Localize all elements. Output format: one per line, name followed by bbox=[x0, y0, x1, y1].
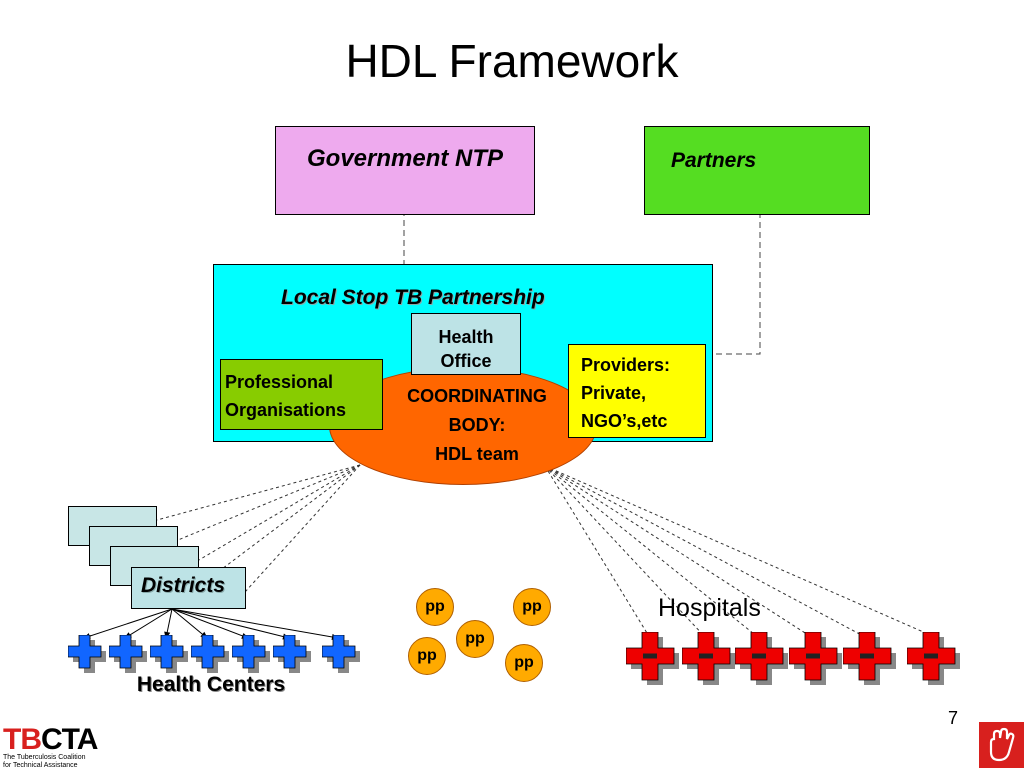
partners-box: Partners bbox=[644, 126, 870, 215]
coordination-rays bbox=[156, 464, 938, 639]
providers-box: Providers: Private, NGO’s,etc bbox=[568, 344, 706, 438]
providers-label: Providers: Private, NGO’s,etc bbox=[581, 355, 671, 431]
pp-circle: pp bbox=[456, 620, 494, 658]
district-arrow bbox=[171, 608, 208, 639]
district-arrow bbox=[124, 608, 173, 639]
health-center-cross-icon bbox=[68, 635, 106, 673]
district-arrow bbox=[171, 608, 249, 639]
hospital-cross-icon bbox=[626, 632, 679, 685]
government-label: Government NTP bbox=[306, 145, 504, 172]
local-partnership-title: Local Stop TB Partnership bbox=[281, 286, 545, 309]
hospital-cross-icon bbox=[735, 632, 788, 685]
professional-orgs-label: Professional Organisations bbox=[225, 372, 347, 420]
coordinating-line3: HDL team bbox=[435, 444, 519, 464]
health-center-cross-icon bbox=[273, 635, 311, 673]
hospitals-label: Hospitals bbox=[658, 594, 761, 622]
pp-circle: pp bbox=[416, 588, 454, 626]
coordinating-body-text: COORDINATING BODY: HDL team bbox=[384, 382, 570, 469]
health-center-cross-icon bbox=[191, 635, 229, 673]
pp-circle: pp bbox=[408, 637, 446, 675]
logo-subtitle-line2: for Technical Assistance bbox=[3, 762, 78, 769]
hospital-cross-icon bbox=[843, 632, 896, 685]
district-arrow bbox=[83, 608, 173, 639]
coordination-ray bbox=[244, 464, 361, 593]
health-center-cross-icon bbox=[150, 635, 188, 673]
health-centers-label: Health Centers bbox=[136, 673, 286, 696]
slide-title: HDL Framework bbox=[345, 35, 679, 87]
coordination-ray bbox=[544, 465, 814, 639]
health-office-label: Health Office bbox=[438, 327, 494, 371]
logo-tb-text: TB bbox=[3, 723, 42, 756]
logo-subtitle-line1: The Tuberculosis Coalition bbox=[3, 754, 86, 761]
coordinating-line1: COORDINATING bbox=[407, 386, 547, 406]
district-arrow bbox=[171, 608, 339, 639]
coordination-ray bbox=[177, 464, 361, 541]
coordination-ray bbox=[544, 465, 760, 639]
health-center-cross-icon bbox=[322, 635, 360, 673]
coordination-ray bbox=[544, 465, 938, 639]
logo-subtitle: The Tuberculosis Coalition for Technical… bbox=[3, 754, 86, 770]
hand-logo-icon bbox=[979, 722, 1024, 768]
districts-label: Districts bbox=[141, 574, 226, 597]
coordinating-line2: BODY: bbox=[448, 415, 506, 435]
page-number: 7 bbox=[948, 708, 959, 728]
coordination-ray bbox=[544, 465, 651, 639]
health-center-cross-icon bbox=[109, 635, 147, 673]
health-center-cross-icon bbox=[232, 635, 270, 673]
districts-box: Districts bbox=[131, 567, 246, 609]
tbcta-logo: TBCTA bbox=[3, 723, 98, 757]
government-ntp-box: Government NTP bbox=[275, 126, 535, 215]
hospital-cross-icon bbox=[789, 632, 842, 685]
health-office-box: Health Office bbox=[411, 313, 521, 375]
pp-circle: pp bbox=[513, 588, 551, 626]
logo-cta-text: CTA bbox=[41, 723, 98, 756]
partners-label: Partners bbox=[671, 149, 757, 172]
coordination-ray bbox=[198, 464, 361, 561]
coordination-ray bbox=[156, 464, 361, 521]
coordination-ray bbox=[544, 465, 868, 639]
professional-organisations-box: Professional Organisations bbox=[220, 359, 383, 430]
pp-circle: pp bbox=[505, 644, 543, 682]
hospital-cross-icon bbox=[907, 632, 960, 685]
coordination-ray bbox=[209, 464, 361, 579]
district-arrow bbox=[171, 608, 290, 639]
partners-connector bbox=[706, 202, 761, 355]
hospital-cross-icon bbox=[682, 632, 735, 685]
